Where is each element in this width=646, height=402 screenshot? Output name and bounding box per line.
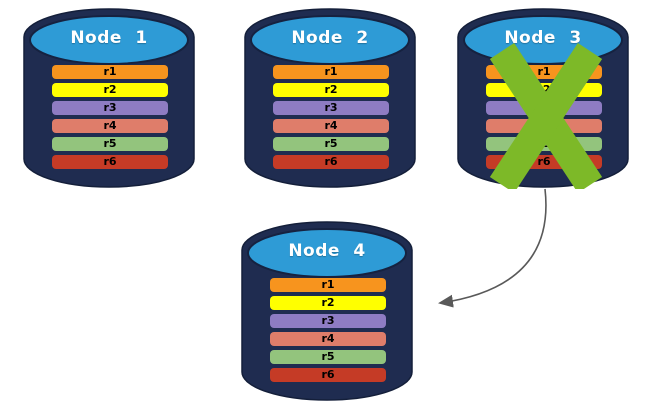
row-r2: r2 (273, 83, 389, 97)
row-r3: r3 (270, 314, 386, 328)
row-r5: r5 (52, 137, 168, 151)
row-r2: r2 (52, 83, 168, 97)
row-r3: r3 (52, 101, 168, 115)
node-title: Node 3 (504, 28, 582, 48)
row-r4: r4 (52, 119, 168, 133)
row-r6: r6 (52, 155, 168, 169)
row-r4: r4 (273, 119, 389, 133)
node-2: Node 2 r1 r2 r3 r4 r5 r6 (243, 7, 417, 189)
row-stack: r1 r2 r3 r4 r5 r6 (273, 65, 389, 173)
row-r2: r2 (270, 296, 386, 310)
row-r6: r6 (270, 368, 386, 382)
row-r5: r5 (273, 137, 389, 151)
row-r1: r1 (270, 278, 386, 292)
row-r4: r4 (270, 332, 386, 346)
row-stack: r1 r2 r3 r4 r5 r6 (52, 65, 168, 173)
row-r6: r6 (273, 155, 389, 169)
row-r1: r1 (52, 65, 168, 79)
node-title: Node 2 (291, 28, 369, 48)
node-title: Node 1 (70, 28, 148, 48)
row-r5: r5 (270, 350, 386, 364)
node-3: Node 3 r1 r2 r3 r4 r5 r6 (456, 7, 630, 189)
row-r1: r1 (273, 65, 389, 79)
row-r3: r3 (273, 101, 389, 115)
node-title: Node 4 (288, 241, 366, 261)
node-4: Node 4 r1 r2 r3 r4 r5 r6 (240, 220, 414, 402)
failure-x-icon (489, 43, 603, 189)
row-stack: r1 r2 r3 r4 r5 r6 (270, 278, 386, 386)
node-1: Node 1 r1 r2 r3 r4 r5 r6 (22, 7, 196, 189)
